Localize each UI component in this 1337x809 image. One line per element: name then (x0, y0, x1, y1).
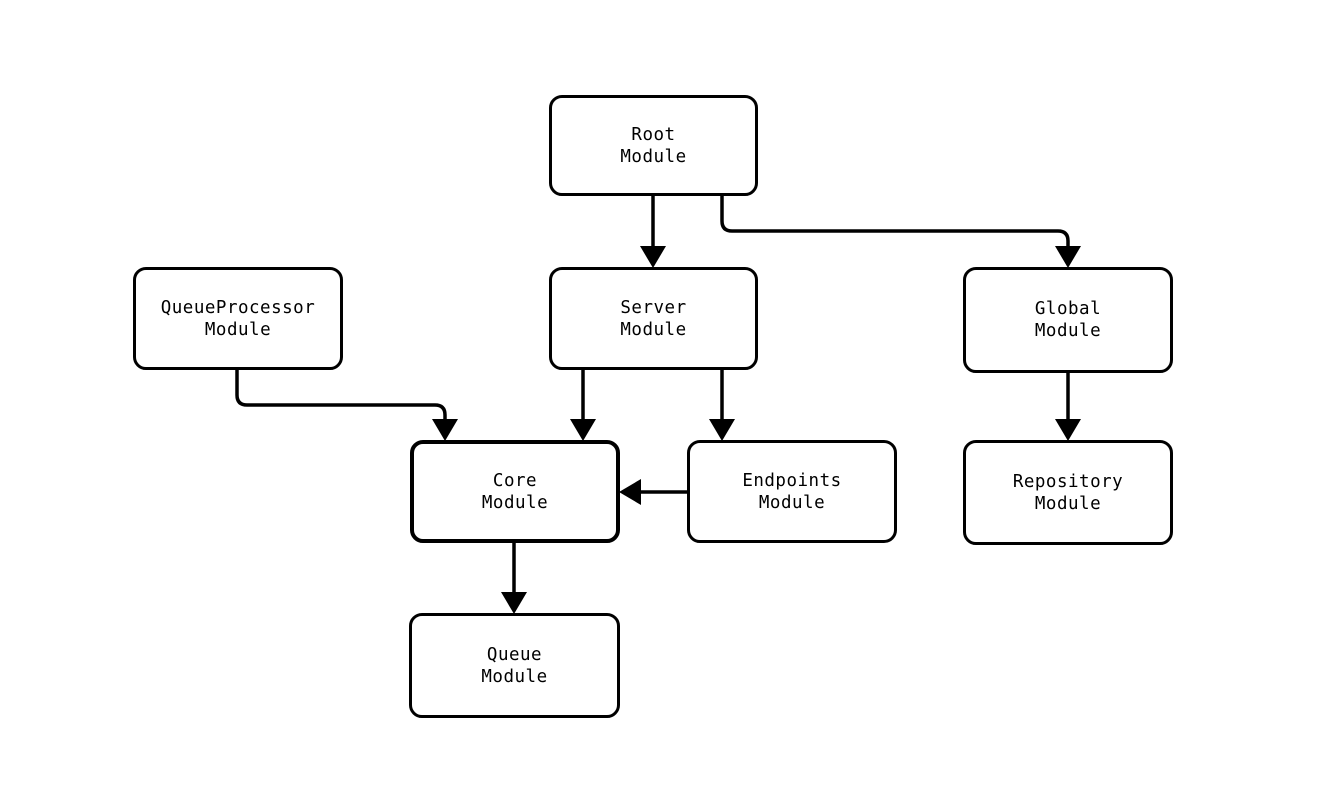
node-repository-module-suffix: Module (1034, 493, 1102, 514)
node-core-module-suffix: Module (481, 492, 549, 513)
node-root-module-name: Root (631, 124, 676, 145)
edge-root-to-server (640, 196, 666, 268)
node-global-module-suffix: Module (1034, 321, 1102, 341)
node-queue-module[interactable]: Queue Module (409, 613, 620, 718)
node-server-module[interactable]: Server Module (549, 267, 758, 370)
node-server-module-name: Server (620, 297, 687, 318)
edge-server-to-core (570, 370, 596, 441)
node-queueprocessor-module[interactable]: QueueProcessor Module (133, 267, 343, 370)
node-core-module-name: Core (492, 470, 538, 491)
node-repository-module[interactable]: Repository Module (963, 440, 1173, 545)
node-queue-module-name: Queue (486, 644, 543, 665)
node-endpoints-module-suffix: Module (758, 492, 826, 513)
node-queueprocessor-module-suffix: Module (204, 319, 272, 340)
node-global-module-name: Global (1034, 299, 1102, 319)
node-root-module[interactable]: Root Module (549, 95, 758, 196)
node-endpoints-module-name: Endpoints (742, 470, 842, 491)
edge-queueprocessor-to-core (235, 370, 458, 441)
node-repository-module-name: Repository (1012, 471, 1124, 492)
node-core-module[interactable]: Core Module (410, 440, 620, 543)
edge-global-to-repository (1055, 373, 1081, 441)
edge-core-to-queue (501, 543, 527, 614)
node-server-module-suffix: Module (620, 319, 687, 340)
edge-endpoints-to-core (619, 479, 687, 505)
node-global-module[interactable]: Global Module (963, 267, 1173, 373)
edge-server-to-endpoints (709, 370, 735, 441)
node-root-module-suffix: Module (620, 146, 687, 167)
node-endpoints-module[interactable]: Endpoints Module (687, 440, 897, 543)
edge-root-to-global (720, 196, 1081, 268)
node-queueprocessor-module-name: QueueProcessor (160, 297, 316, 318)
node-queue-module-suffix: Module (481, 666, 548, 687)
